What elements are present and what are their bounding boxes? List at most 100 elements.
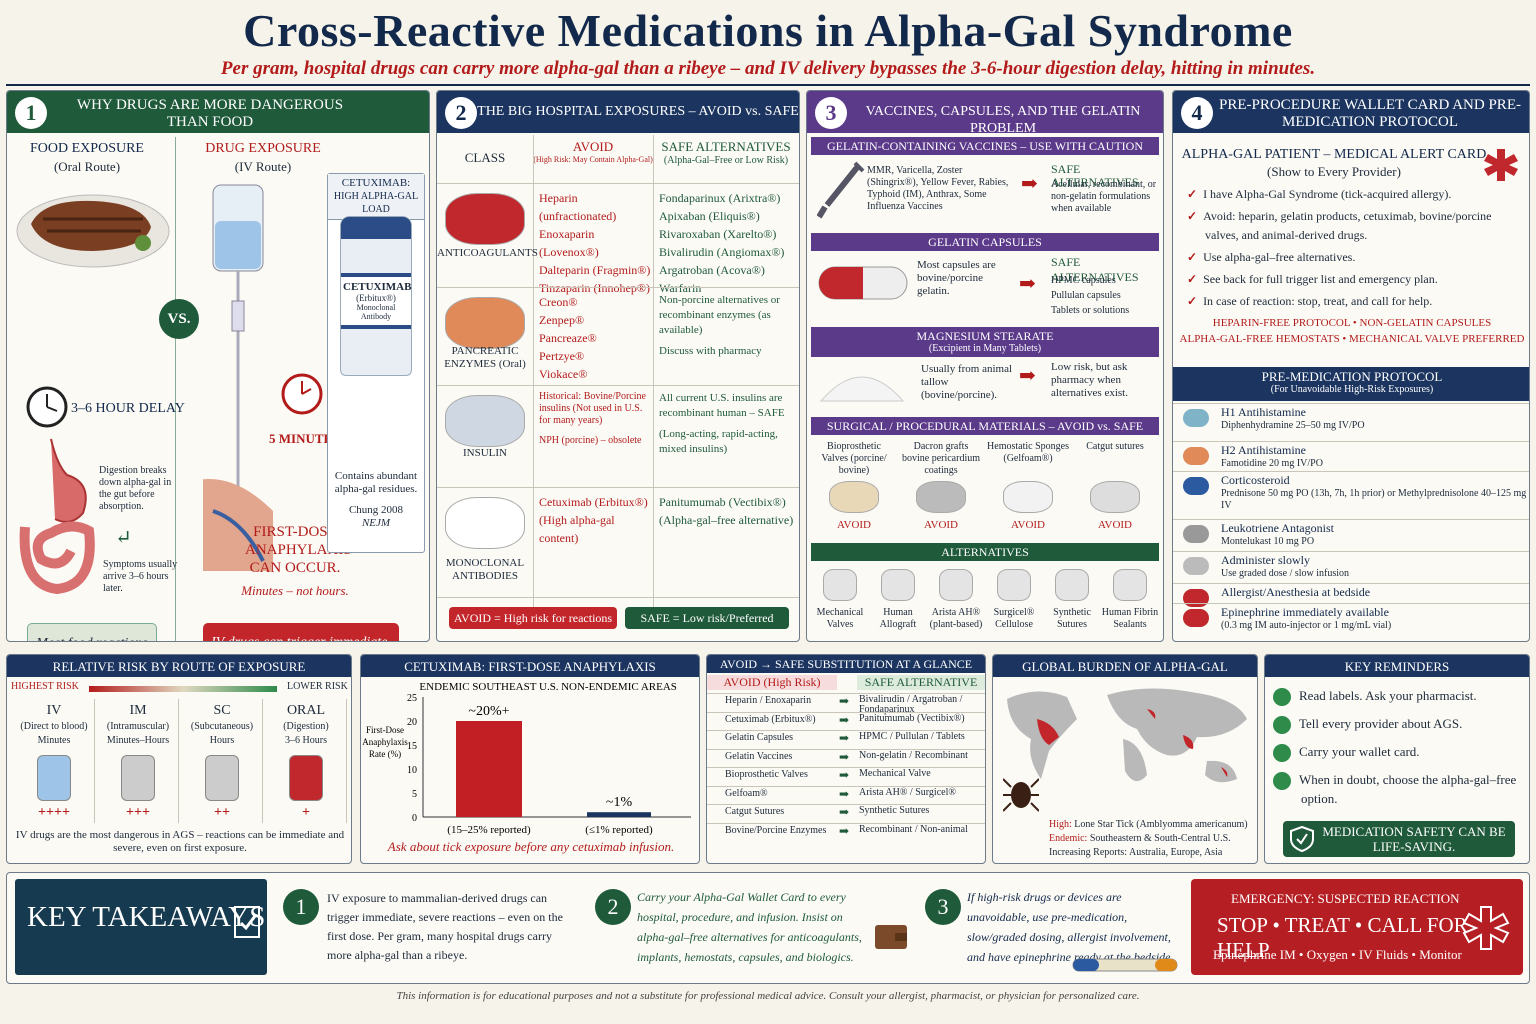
table-row [707,822,985,824]
avoid-tag: AVOID [1097,519,1133,531]
table-row [707,693,985,694]
route-note: IV drugs are the most dangerous in AGS –… [15,829,345,854]
subst-header: AVOID → SAFE SUBSTITUTION AT A GLANCE [707,655,985,673]
premed-detail: Montelukast 10 mg PO [1221,536,1315,547]
takeaways-title-box: KEY TAKEAWAYS [15,879,267,975]
vaccines-header: GELATIN-CONTAINING VACCINES – USE WITH C… [811,137,1159,155]
clipboard-check-icon [234,906,260,938]
panel-3-number: 3 [815,97,847,129]
list-item: Tablets or solutions [1051,305,1130,316]
list-item: Pancreaze® [539,331,597,345]
safety-badge: MEDICATION SAFETY CAN BE LIFE-SAVING. [1283,821,1515,857]
check-icon: ✓ [1187,250,1198,264]
subst-safe-head: SAFE ALTERNATIVE [857,675,985,690]
check-item: ✓Use alpha-gal–free alternatives. [1187,248,1525,267]
table-row [1173,403,1529,404]
surgical-header: SURGICAL / PROCEDURAL MATERIALS – AVOID … [811,417,1159,435]
remind-header: KEY REMINDERS [1265,655,1529,677]
route-time: Hours [209,735,235,746]
vaccine-list: MMR, Varicella, Zoster (Shingrix®), Yell… [867,165,1009,212]
drug-route: (IV Route) [234,159,292,174]
alternative-icon [939,569,973,601]
risk-header: RELATIVE RISK BY ROUTE OF EXPOSURE [7,655,351,677]
cetuximab-box: CETUXIMAB:HIGH ALPHA-GAL LOAD CETUXIMAB … [327,173,425,553]
route-desc: (Subcutaneous) [190,721,254,732]
table-row [437,183,799,184]
premed-title: Leukotriene Antagonist [1221,521,1334,535]
alternative-name: Synthetic Sutures [1053,607,1091,630]
premed-detail: (0.3 mg IM auto-injector or 1 mg/mL vial… [1221,620,1392,631]
syringe-icon [817,161,865,219]
emergency-title: STOP • TREAT • CALL FOR HELP [1217,913,1468,962]
route-desc: (Direct to blood) [20,721,88,732]
list-item: Rivaroxaban (Xarelto®) [659,227,777,241]
pill-icon [1183,557,1209,575]
premed-sub: (For Unavoidable High-Risk Exposures) [1270,384,1434,395]
bar [456,721,522,817]
list-item: Bivalirudin (Angiomax®) [659,245,785,259]
list-item: Enoxaparin (Lovenox®) [539,227,599,259]
premed-title: Epinephrine immediately available [1221,605,1389,619]
list-item: All current U.S. insulins are recombinan… [659,392,785,419]
check-text: See back for full trigger list and emerg… [1203,272,1438,286]
panel-3-header: 3 VACCINES, CAPSULES, AND THE GELATIN PR… [807,91,1163,136]
alternative-name: Mechanical Valves [816,607,864,630]
list-item: (High alpha-gal content) [539,513,615,545]
route-icon [289,755,323,801]
reminder-item: ✓Tell every provider about AGS. [1265,715,1525,735]
surgical-item-name: Dacron grafts bovine pericardium coating… [901,441,981,476]
check-item: ✓In case of reaction: stop, treat, and c… [1187,292,1525,311]
subst-avoid: Gelatin Capsules [725,732,794,743]
check-text: I have Alpha-Gal Syndrome (tick-acquired… [1203,187,1452,201]
avoid-list: Creon®Zenpep®Pancreaze®Pertzye®Viokace® [539,293,651,383]
takeaway-2: Carry your Alpha-Gal Wallet Card to ever… [637,890,862,964]
powder-icon [819,376,905,402]
list-item: Discuss with pharmacy [659,345,762,357]
wallet-icon [875,925,907,949]
medical-star-icon [1484,149,1518,181]
subst-safe: Panitumumab (Vectibix®) [859,712,965,724]
timer-icon [281,373,323,415]
list-item: Apixaban (Eliquis®) [659,209,760,223]
list-item: (Alpha-gal–free alternative) [659,513,794,527]
magnesium-safe: Low risk, but ask pharmacy when alternat… [1051,361,1128,399]
emergency-steps: Epinephrine IM • Oxygen • IV Fluids • Mo… [1213,947,1462,962]
pill-icon [1183,447,1209,465]
check-icon: ✓ [1265,772,1291,791]
burden-reports: Increasing Reports: Australia, Europe, A… [1049,847,1223,858]
check-item: ✓I have Alpha-Gal Syndrome (tick-acquire… [1187,185,1525,204]
avoid-tag: AVOID [1010,519,1046,531]
route-time: Minutes–Hours [106,735,170,746]
clock-icon [26,386,68,428]
table-row [437,597,799,598]
arrow-icon: ➡ [839,694,850,708]
endemic-label: Endemic: [1049,833,1088,844]
route-column [265,699,347,823]
check-icon: ✓ [1265,716,1291,735]
check-icon: ✓ [1187,272,1198,286]
anaphylaxis-label: FIRST-DOSE ANAPHYLAXIS CAN OCCUR. [245,524,352,576]
y-tick-label: 0 [412,813,417,824]
route-name: IM [129,703,147,718]
takeaways-title: KEY TAKEAWAYS [27,901,266,933]
arrow-icon: ➡ [839,823,850,838]
check-icon: ✓ [1265,688,1291,707]
subst-avoid: Gelfoam® [725,787,768,799]
check-item: ✓ See back for full trigger list and emer… [1187,270,1525,289]
alternatives-header: ALTERNATIVES [811,543,1159,561]
route-icon [205,755,239,801]
class-name: ANTICOAGULANTS [437,247,538,259]
subst-avoid: Heparin / Enoxaparin [725,695,812,706]
route-column [13,699,95,823]
capsules-safe-header: SAFE ALTERNATIVES [1051,255,1139,284]
avoid-list: Cetuximab (Erbitux®)(High alpha-gal cont… [539,493,651,547]
data-label: ~20%+ [468,704,509,719]
data-label: ~1% [606,795,633,810]
panel-substitution: AVOID → SAFE SUBSTITUTION AT A GLANCE AV… [706,654,986,864]
risk-gradient [89,686,277,692]
col-class: CLASS [464,150,506,165]
title-rule [6,84,1530,86]
alternative-name: Human Allograft [879,607,917,630]
class-icon [445,497,525,549]
